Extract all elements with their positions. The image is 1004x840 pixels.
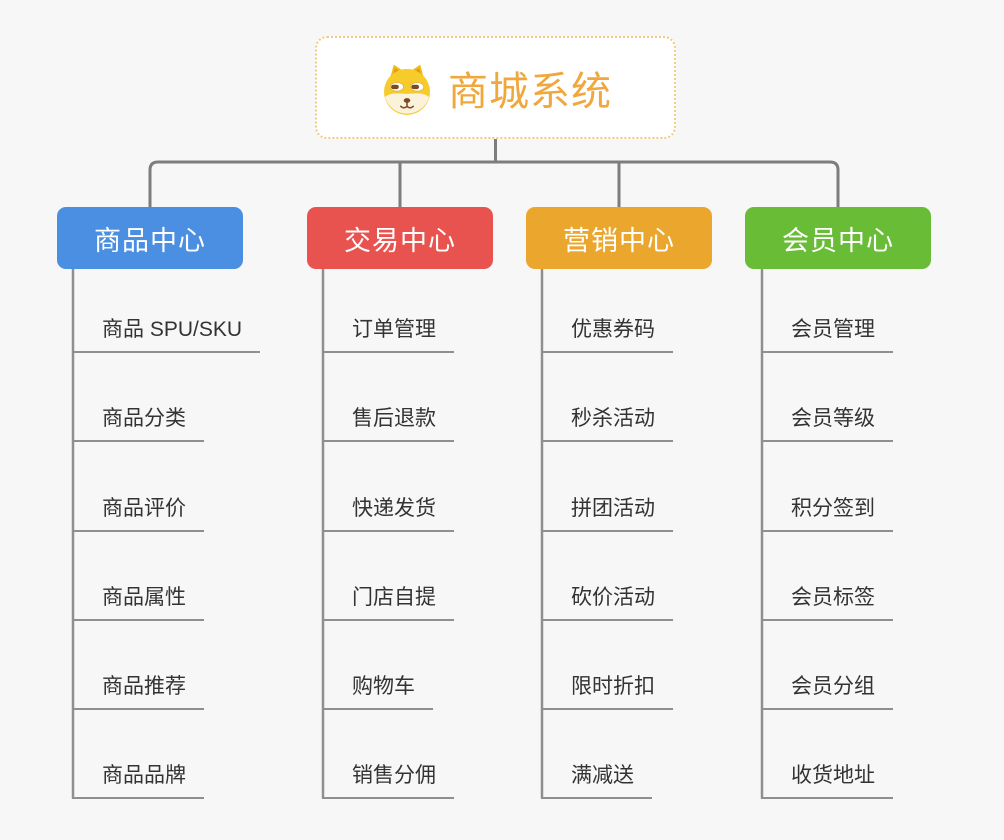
branch-node-marketing-center[interactable]: 营销中心 <box>526 207 712 269</box>
leaf-node[interactable]: 商品评价 <box>72 442 204 532</box>
branch-children-product-center: 商品 SPU/SKU 商品分类 商品评价 商品属性 商品推荐 商品品牌 <box>72 264 322 800</box>
branch-children-member-center: 会员管理 会员等级 积分签到 会员标签 会员分组 收货地址 <box>761 264 1004 800</box>
branch-children-marketing-center: 优惠券码 秒杀活动 拼团活动 砍价活动 限时折扣 满减送 <box>541 264 791 800</box>
branch-node-member-center[interactable]: 会员中心 <box>745 207 931 269</box>
leaf-node[interactable]: 商品分类 <box>72 353 204 443</box>
leaf-node[interactable]: 收货地址 <box>761 710 893 800</box>
branch-node-product-center[interactable]: 商品中心 <box>57 207 243 269</box>
leaf-node[interactable]: 商品 SPU/SKU <box>72 264 261 354</box>
branch-label: 交易中心 <box>344 225 456 256</box>
leaf-node[interactable]: 秒杀活动 <box>541 353 673 443</box>
leaf-node[interactable]: 销售分佣 <box>322 710 454 800</box>
leaf-node[interactable]: 会员分组 <box>761 621 893 710</box>
leaf-node[interactable]: 会员标签 <box>761 532 893 621</box>
leaf-node[interactable]: 会员管理 <box>761 264 893 354</box>
leaf-node[interactable]: 商品品牌 <box>72 710 204 800</box>
leaf-node[interactable]: 门店自提 <box>322 532 454 621</box>
leaf-node[interactable]: 订单管理 <box>322 264 454 354</box>
branch-label: 商品中心 <box>94 225 206 256</box>
leaf-node[interactable]: 快递发货 <box>322 442 454 532</box>
leaf-node[interactable]: 积分签到 <box>761 442 893 532</box>
leaf-node[interactable]: 商品推荐 <box>72 621 204 710</box>
leaf-node[interactable]: 商品属性 <box>72 532 204 621</box>
leaf-node[interactable]: 会员等级 <box>761 353 893 443</box>
shiba-dog-icon <box>379 60 435 116</box>
branch-label: 会员中心 <box>782 225 894 256</box>
leaf-node[interactable]: 拼团活动 <box>541 442 673 532</box>
root-node[interactable]: 商城系统 <box>315 36 676 139</box>
leaf-node[interactable]: 优惠券码 <box>541 264 673 354</box>
leaf-node[interactable]: 砍价活动 <box>541 532 673 621</box>
branch-children-trade-center: 订单管理 售后退款 快递发货 门店自提 购物车 销售分佣 <box>322 264 572 800</box>
leaf-node[interactable]: 限时折扣 <box>541 621 673 710</box>
branch-label: 营销中心 <box>563 225 675 256</box>
root-title: 商城系统 <box>448 69 612 114</box>
leaf-node[interactable]: 售后退款 <box>322 353 454 443</box>
leaf-node[interactable]: 满减送 <box>541 710 652 800</box>
branch-node-trade-center[interactable]: 交易中心 <box>307 207 493 269</box>
leaf-node[interactable]: 购物车 <box>322 621 433 710</box>
